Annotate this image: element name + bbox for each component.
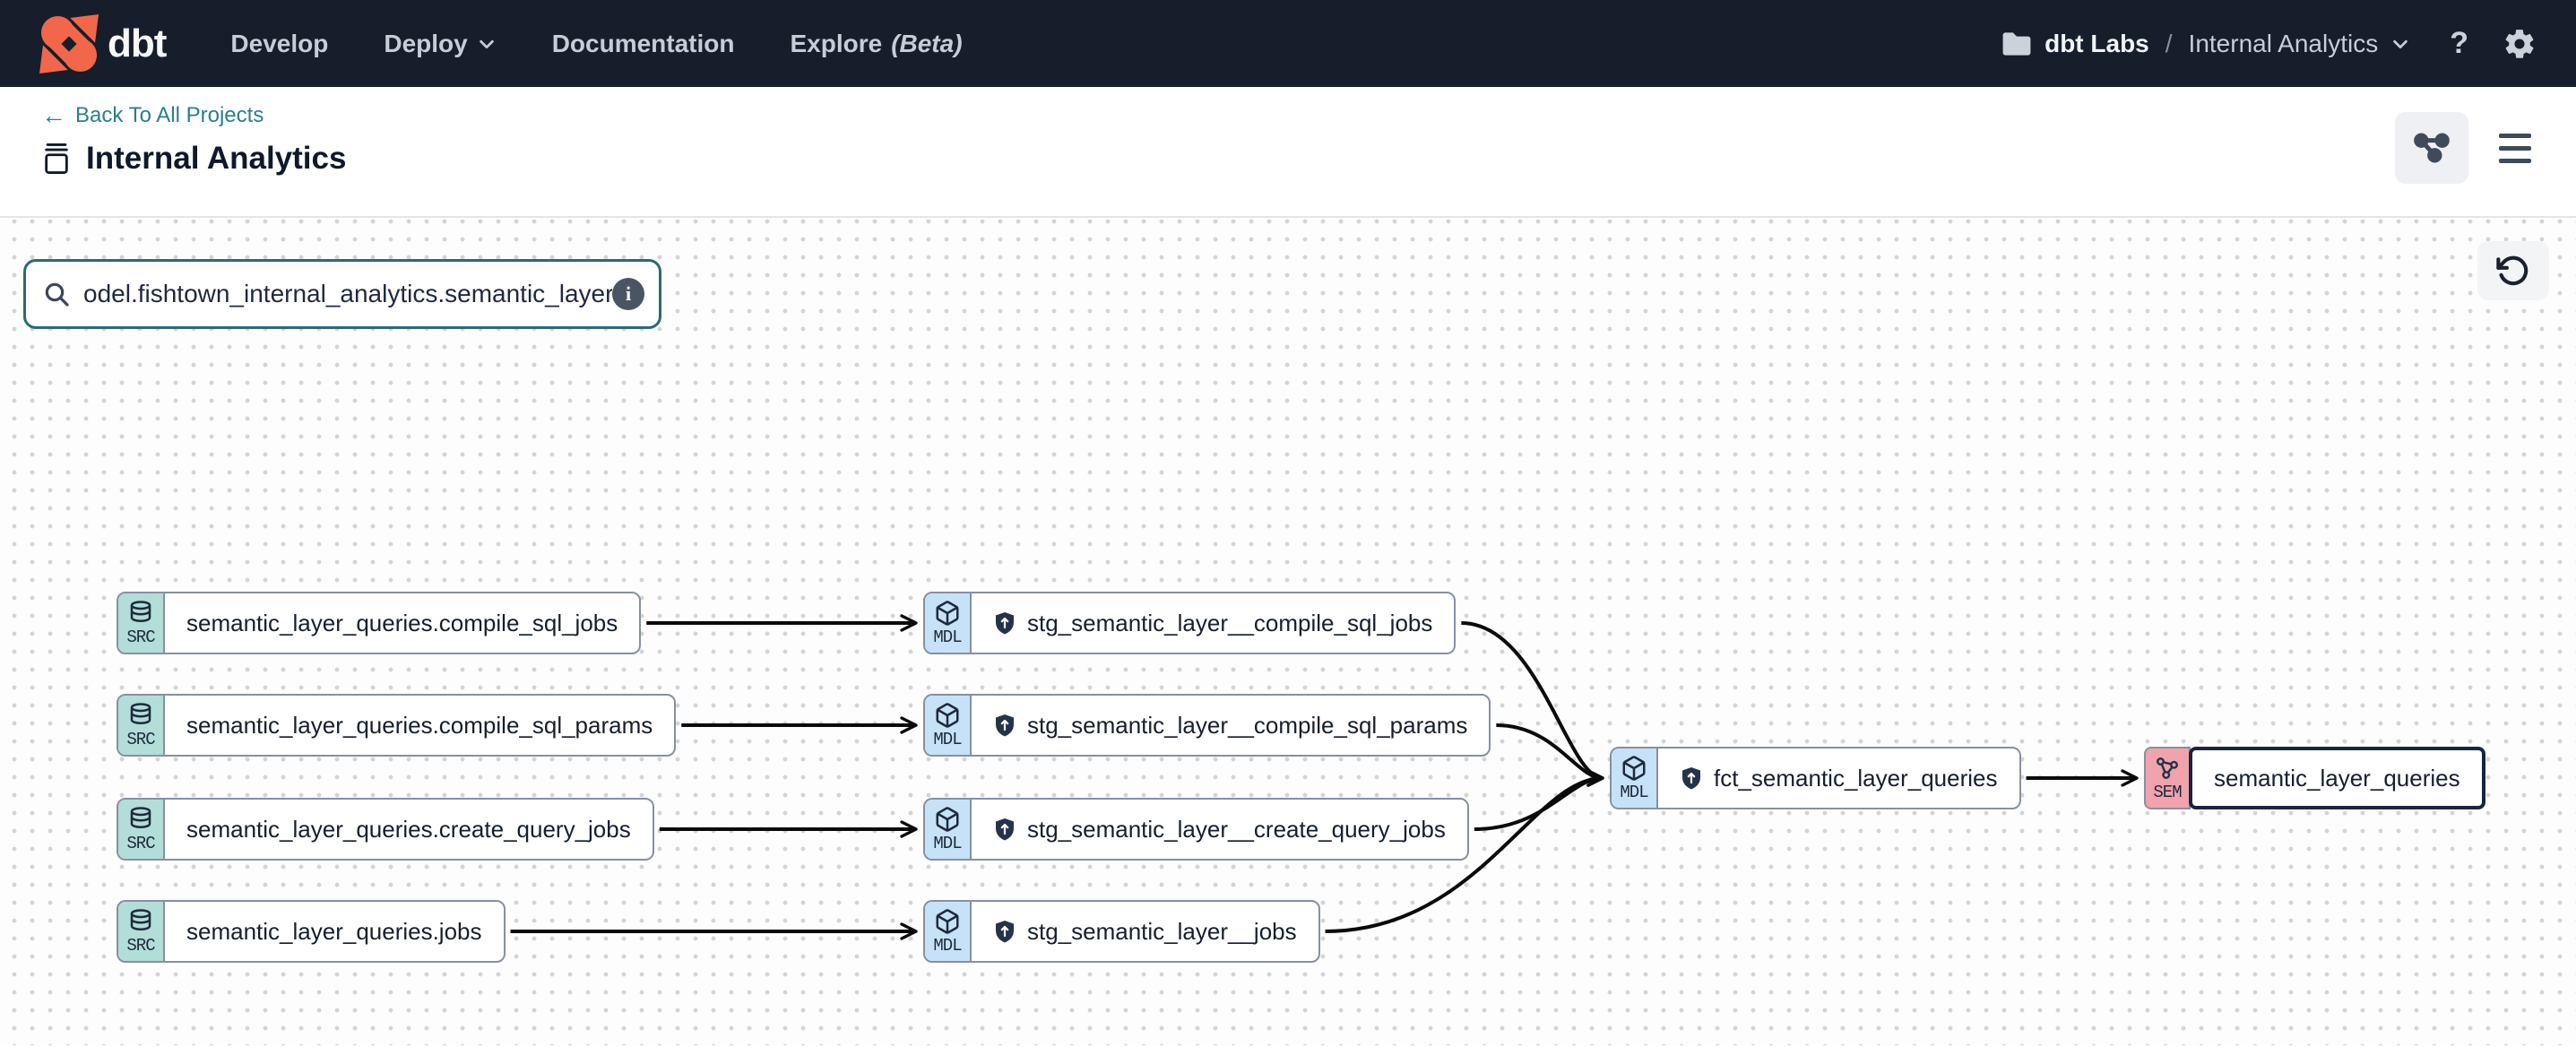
graph-node-semantic-model-selected[interactable]: SEM semantic_layer_queries xyxy=(2144,747,2485,809)
search-input[interactable]: odel.fishtown_internal_analytics.semanti… xyxy=(83,280,612,307)
lineage-view-button[interactable] xyxy=(2395,112,2468,184)
graph-node-model-stg-compile-sql-params[interactable]: MDL stg_semantic_layer__compile_sql_para… xyxy=(923,694,1491,757)
node-type-badge: SRC xyxy=(118,800,165,859)
node-type-badge: SEM xyxy=(2144,747,2191,809)
graph-node-source-create-query-jobs[interactable]: SRC semantic_layer_queries.create_query_… xyxy=(117,798,654,861)
node-type-badge: MDL xyxy=(925,593,972,653)
back-to-projects-link[interactable]: ← Back To All Projects xyxy=(41,101,264,129)
beta-tag: (Beta) xyxy=(891,29,963,57)
folder-icon xyxy=(2002,31,2031,56)
shield-icon xyxy=(996,921,1014,943)
back-arrow-icon: ← xyxy=(41,101,66,129)
database-icon xyxy=(130,600,151,622)
shield-icon xyxy=(996,612,1014,635)
shield-icon xyxy=(996,818,1014,841)
help-icon[interactable]: ? xyxy=(2450,26,2468,60)
chevron-down-icon xyxy=(479,39,494,48)
account-breadcrumb: dbt Labs / Internal Analytics xyxy=(2001,30,2410,58)
node-type-badge: MDL xyxy=(925,696,972,755)
top-navbar: dbt Develop Deploy Documentation Explore… xyxy=(0,0,2576,87)
breadcrumb-separator: / xyxy=(2165,29,2173,57)
search-icon xyxy=(45,282,69,307)
graph-node-model-stg-jobs[interactable]: MDL stg_semantic_layer__jobs xyxy=(923,900,1320,963)
dbt-brand[interactable]: dbt xyxy=(39,13,167,74)
node-type-badge: SRC xyxy=(118,696,165,755)
info-icon[interactable]: i xyxy=(612,278,644,310)
lineage-edge xyxy=(1325,769,1604,933)
cube-icon xyxy=(936,908,959,934)
database-icon xyxy=(130,702,151,724)
database-icon xyxy=(130,908,151,930)
node-type-badge: MDL xyxy=(1612,748,1658,808)
semantic-network-icon xyxy=(2157,757,2178,779)
nav-item-explore[interactable]: Explore (Beta) xyxy=(790,29,963,57)
nav-item-develop[interactable]: Develop xyxy=(230,29,329,57)
menu-hamburger-icon[interactable] xyxy=(2494,128,2537,169)
cube-icon xyxy=(936,806,959,832)
cube-icon xyxy=(1622,755,1646,781)
graph-node-source-jobs[interactable]: SRC semantic_layer_queries.jobs xyxy=(117,900,506,963)
project-icon xyxy=(45,143,68,175)
dbt-logo-icon xyxy=(39,13,99,74)
graph-node-model-stg-create-query-jobs[interactable]: MDL stg_semantic_layer__create_query_job… xyxy=(923,798,1469,861)
chevron-down-icon[interactable] xyxy=(2390,34,2410,54)
graph-node-model-fct-semantic-layer-queries[interactable]: MDL fct_semantic_layer_queries xyxy=(1610,747,2021,809)
reset-view-button[interactable] xyxy=(2477,241,2549,300)
node-type-badge: SRC xyxy=(118,902,165,961)
shield-icon xyxy=(996,714,1014,737)
project-name[interactable]: Internal Analytics xyxy=(2188,29,2379,57)
graph-node-source-compile-sql-params[interactable]: SRC semantic_layer_queries.compile_sql_p… xyxy=(117,694,677,757)
lineage-edges xyxy=(510,614,2139,940)
shield-icon xyxy=(1682,767,1700,790)
page-title: Internal Analytics xyxy=(86,141,347,176)
lineage-search-bar[interactable]: odel.fishtown_internal_analytics.semanti… xyxy=(23,259,661,329)
nav-items: Develop Deploy Documentation Explore (Be… xyxy=(230,30,962,58)
reset-rotate-ccw-icon xyxy=(2496,255,2528,286)
node-type-badge: MDL xyxy=(925,800,972,859)
lineage-canvas[interactable]: odel.fishtown_internal_analytics.semanti… xyxy=(0,218,2576,1045)
settings-gear-icon[interactable] xyxy=(2503,27,2537,61)
nav-item-deploy[interactable]: Deploy xyxy=(384,30,496,58)
cube-icon xyxy=(936,600,959,626)
database-icon xyxy=(130,806,151,828)
node-type-badge: MDL xyxy=(925,902,972,961)
node-type-badge: SRC xyxy=(118,593,165,653)
lineage-graph-icon xyxy=(2414,133,2450,163)
account-name[interactable]: dbt Labs xyxy=(2044,29,2149,57)
cube-icon xyxy=(936,702,959,728)
lineage-edge xyxy=(1474,769,1604,831)
graph-node-model-stg-compile-sql-jobs[interactable]: MDL stg_semantic_layer__compile_sql_jobs xyxy=(923,592,1457,654)
page-header: ← Back To All Projects Internal Analytic… xyxy=(0,87,2576,218)
dbt-logo-text: dbt xyxy=(108,21,167,65)
nav-item-documentation[interactable]: Documentation xyxy=(551,29,735,57)
graph-node-source-compile-sql-jobs[interactable]: SRC semantic_layer_queries.compile_sql_j… xyxy=(117,592,642,654)
